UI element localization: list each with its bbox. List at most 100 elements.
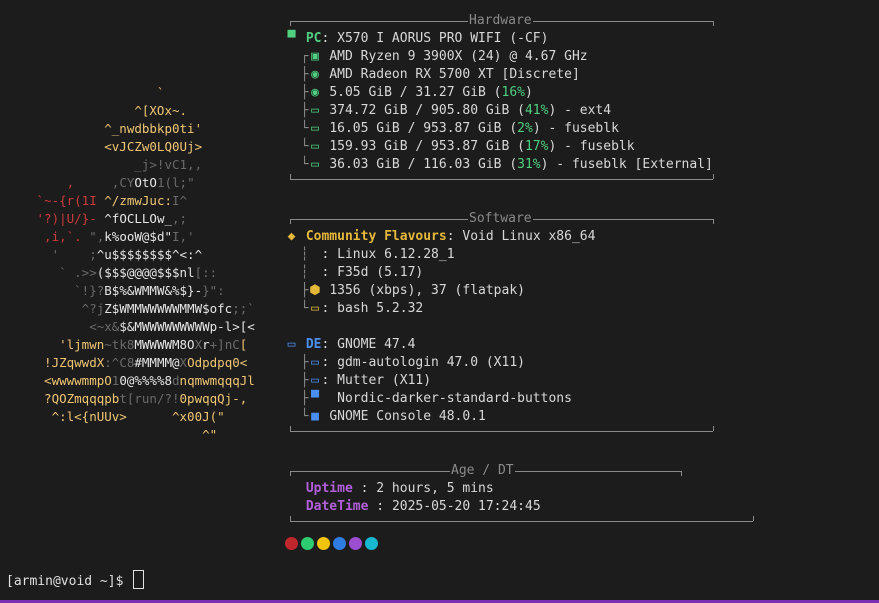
hardware-footer [285, 174, 755, 184]
pc-row: ▀ PC: X570 I AORUS PRO WIFI (-CF) [285, 30, 755, 48]
shell-row: └▭: bash 5.2.32 [285, 301, 424, 316]
age-footer [285, 516, 755, 526]
color-palette [285, 537, 381, 551]
ascii-art-segment: <wwwwmmpO [29, 373, 112, 388]
disk-icon: ▭ [311, 139, 319, 154]
ascii-art-segment: ", [81, 229, 105, 244]
ascii-art-segment: ' ; [29, 247, 97, 262]
brush-icon: ▀ [311, 391, 319, 406]
palette-dot [333, 537, 346, 550]
ascii-art-segment: I,' [172, 229, 195, 244]
palette-dot [285, 537, 298, 550]
datetime-row: DateTime : 2025-05-20 17:24:45 [305, 499, 541, 514]
ascii-art-segment: :^C8 [104, 355, 135, 370]
fetch-info: Hardware ▀ PC: X570 I AORUS PRO WIFI (-C… [285, 12, 755, 526]
memory-row: ├◉ 5.05 GiB / 31.27 GiB (16%) [285, 85, 533, 100]
ascii-art-segment: !JZqwwdX [29, 355, 105, 370]
disk-row: └▭ 16.05 GiB / 953.87 GiB (2%) - fuseblk [285, 121, 619, 136]
ascii-art-segment: ,i,`. [29, 229, 82, 244]
ascii-art-segment: ^[XOx~. [29, 103, 188, 118]
window-icon: ▭ [311, 355, 319, 370]
age-header: Age / DT [285, 462, 755, 480]
window-icon: ▭ [311, 373, 319, 388]
cpu-icon: ▣ [311, 49, 319, 64]
ascii-art-segment: `!}? [29, 283, 105, 298]
shell-theme-row: ┆ : F35d (5.17) [285, 265, 424, 280]
ascii-art-segment: 0@%%%%8 [119, 373, 173, 388]
ascii-art-segment: Odpdpq0< [187, 355, 248, 370]
ascii-art-segment: O [134, 175, 142, 190]
ascii-art-segment: ^:l<{nUUv> ^x00J(" [29, 409, 225, 424]
ascii-art-segment: B$%&WMMW&%$}- [104, 283, 203, 298]
cpu-row: ┌▣ AMD Ryzen 9 3900X (24) @ 4.67 GHz [285, 49, 588, 64]
ascii-art-segment: d [172, 373, 180, 388]
ascii-art-segment: ^u$$$$$$$$^<:^ [96, 247, 203, 262]
software-header: Software [285, 210, 755, 228]
os-icon: ◆ [287, 229, 296, 244]
ascii-art-segment: ^_nwdbbkp0ti' [29, 121, 203, 136]
palette-dot [301, 537, 314, 550]
uptime-row: Uptime : 2 hours, 5 mins [305, 481, 494, 496]
ascii-art-segment: 1(l;" [156, 175, 195, 190]
de-row: ▭ DE: GNOME 47.4 [285, 336, 755, 354]
packages-row: ├⬢ 1356 (xbps), 37 (flatpak) [285, 283, 525, 298]
gpu-icon: ◉ [311, 67, 319, 82]
disk-icon: ▭ [311, 157, 319, 172]
ascii-art-segment: 1 [111, 373, 120, 388]
ascii-art-segment: #MMMM@ [134, 355, 180, 370]
ascii-art-segment: '?)|U/}- [29, 211, 105, 226]
shell-prompt[interactable]: [armin@void ~]$ [6, 570, 145, 589]
palette-dot [349, 537, 362, 550]
ascii-art-segment: +]nC [209, 337, 240, 352]
terminal-row: └■ GNOME Console 48.0.1 [285, 409, 486, 424]
hardware-header: Hardware [285, 12, 755, 30]
ascii-art-segment: ` [29, 85, 165, 100]
desktop-icon: ▭ [287, 337, 296, 352]
ascii-art-segment: <vJCZw0LQ0Uj> [29, 139, 203, 154]
software-title: Software [468, 210, 533, 228]
ascii-art-segment: $&MWWWWWWWWWp-l> [119, 319, 240, 334]
ascii-art-segment: Z$WMMWWWWWMMW$ofc [104, 301, 233, 316]
disk-row: ├▭ 374.72 GiB / 905.80 GiB (41%) - ext4 [285, 103, 612, 118]
age-title: Age / DT [450, 462, 515, 480]
login-row: ├▭: gdm-autologin 47.0 (X11) [285, 355, 525, 370]
disk-row: └▭ 36.03 GiB / 116.03 GiB (31%) - fusebl… [285, 157, 713, 172]
ascii-art-segment: MWWWWM8O [134, 337, 195, 352]
ascii-art-segment: X [194, 337, 203, 352]
palette-dot [317, 537, 330, 550]
memory-icon: ◉ [311, 85, 319, 100]
ascii-art-segment: ^" [29, 427, 218, 442]
kernel-row: ┆ : Linux 6.12.28_1 [285, 247, 455, 262]
prompt-text: [armin@void ~]$ [6, 574, 124, 589]
ascii-art-segment: ($$$@@@@$$$nl [96, 265, 195, 280]
ascii-art-segment: I^ [172, 193, 188, 208]
disk-row: └▭ 159.93 GiB / 953.87 GiB (17%) - fuseb… [285, 139, 635, 154]
ascii-art-segment: X [179, 355, 188, 370]
palette-dot [365, 537, 378, 550]
ascii-logo: ` ^[XOx~. ^_nwdbbkp0ti' <vJCZw0LQ0Uj> _j… [29, 84, 255, 444]
package-icon: ⬢ [309, 283, 321, 298]
ascii-art-segment: , [29, 175, 112, 190]
ascii-art-segment: k%ooW@$d" [104, 229, 172, 244]
theme-row: ├▀ Nordic-darker-standard-buttons [285, 391, 572, 406]
disk-icon: ▭ [311, 103, 319, 118]
ascii-art-segment: [ [239, 337, 248, 352]
ascii-art-segment: ` .>> [29, 265, 97, 280]
ascii-art-segment: _j>!vC1,, [29, 157, 203, 172]
ascii-art-segment: ,; [172, 211, 188, 226]
ascii-art-segment: [< [239, 319, 255, 334]
terminal-icon: ▭ [311, 301, 319, 316]
ascii-art-segment: 0pwqqQj-, [179, 391, 248, 406]
window-bottom-border [0, 600, 879, 603]
motherboard-icon: ▀ [287, 31, 296, 46]
ascii-art-segment: ;;` [232, 301, 255, 316]
wm-row: ├▭: Mutter (X11) [285, 373, 432, 388]
ascii-art-segment: r [202, 337, 210, 352]
hardware-title: Hardware [468, 12, 533, 30]
ascii-art-segment: }": [202, 283, 225, 298]
text-cursor [133, 570, 145, 589]
ascii-art-segment: `~-{r(1I [29, 193, 105, 208]
os-row: ◆ Community Flavours: Void Linux x86_64 [285, 228, 755, 246]
ascii-art-segment: 'ljmwn [29, 337, 105, 352]
software-footer [285, 426, 755, 436]
